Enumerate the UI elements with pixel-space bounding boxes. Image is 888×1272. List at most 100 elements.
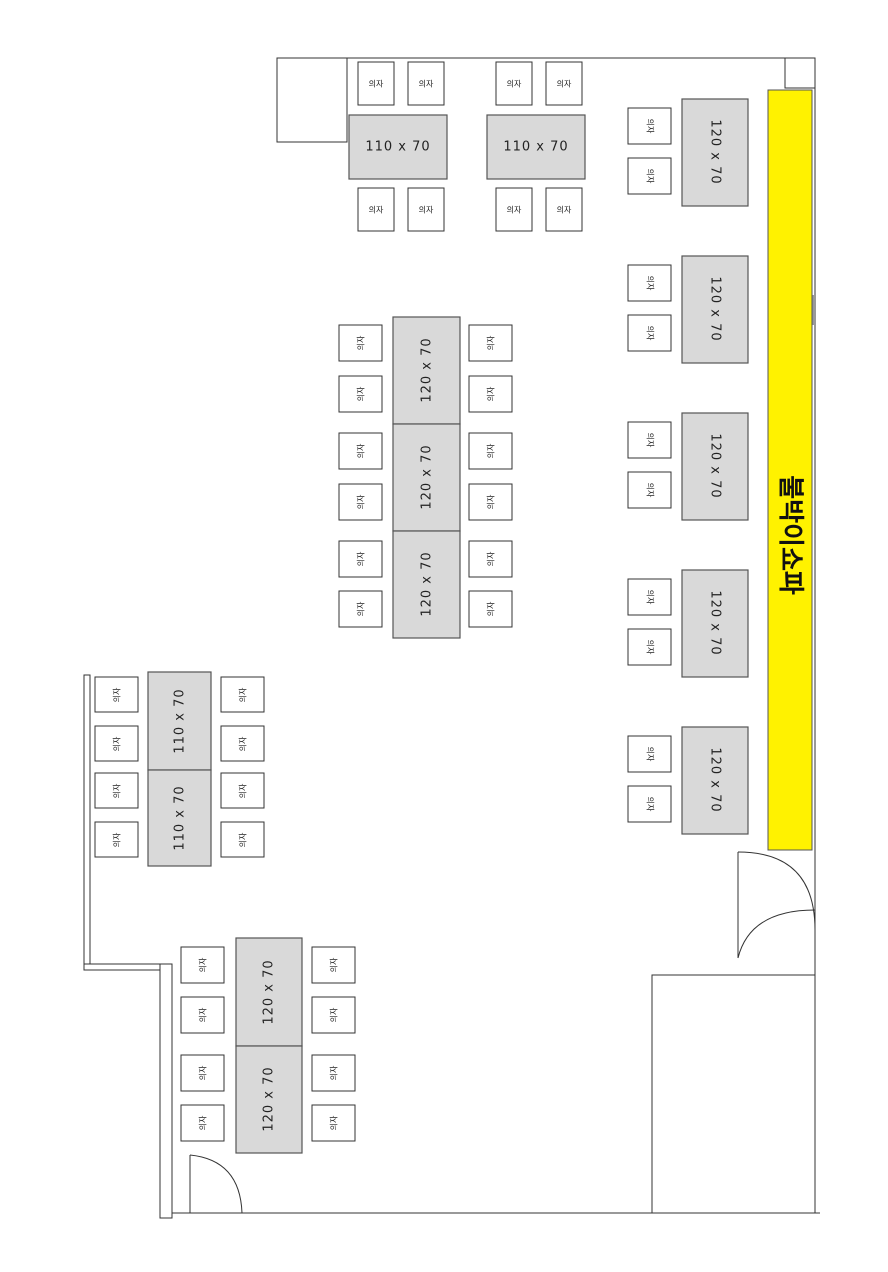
chair-label: 의자 bbox=[646, 169, 656, 184]
table-size-label: 110 x 70 bbox=[173, 785, 188, 850]
chair[interactable] bbox=[627, 578, 672, 616]
chair[interactable] bbox=[468, 432, 513, 470]
chair-label: 의자 bbox=[198, 1115, 208, 1130]
chair-label: 의자 bbox=[329, 1007, 339, 1022]
chair[interactable] bbox=[220, 725, 265, 762]
table-120x70[interactable] bbox=[681, 569, 749, 678]
sofa-table-2: 120 x 70 의자 의자 bbox=[627, 255, 749, 364]
chair[interactable] bbox=[468, 324, 513, 362]
chair[interactable] bbox=[180, 1054, 225, 1092]
chair-label: 의자 bbox=[198, 1065, 208, 1080]
table-size-label: 110 x 70 bbox=[173, 688, 188, 753]
table-110x70[interactable] bbox=[147, 671, 212, 771]
table-size-label: 120 x 70 bbox=[708, 119, 723, 184]
chair-label: 의자 bbox=[356, 494, 366, 509]
chair[interactable] bbox=[468, 375, 513, 413]
chair[interactable] bbox=[94, 821, 139, 858]
table-110x70[interactable] bbox=[147, 769, 212, 867]
chair[interactable] bbox=[180, 946, 225, 984]
chair-label: 의자 bbox=[369, 205, 384, 215]
chair[interactable] bbox=[468, 540, 513, 578]
chair[interactable] bbox=[495, 187, 533, 232]
chair[interactable] bbox=[220, 676, 265, 713]
chair[interactable] bbox=[627, 628, 672, 666]
chair-label: 의자 bbox=[557, 79, 572, 89]
chair-label: 의자 bbox=[486, 494, 496, 509]
chair[interactable] bbox=[338, 483, 383, 521]
sofa-table-1: 120 x 70 의자 의자 bbox=[627, 98, 749, 207]
chair-label: 의자 bbox=[329, 1115, 339, 1130]
chair-label: 의자 bbox=[112, 783, 122, 798]
door-right bbox=[737, 851, 816, 959]
chair[interactable] bbox=[545, 61, 583, 106]
chair[interactable] bbox=[627, 785, 672, 823]
chair-label: 의자 bbox=[356, 601, 366, 616]
chair-label: 의자 bbox=[356, 551, 366, 566]
chair[interactable] bbox=[180, 1104, 225, 1142]
table-size-label: 120 x 70 bbox=[708, 590, 723, 655]
chair[interactable] bbox=[220, 821, 265, 858]
table-size-label: 120 x 70 bbox=[262, 959, 277, 1024]
chair[interactable] bbox=[94, 676, 139, 713]
table-120x70[interactable] bbox=[681, 412, 749, 521]
chair-label: 의자 bbox=[238, 687, 248, 702]
chair[interactable] bbox=[407, 61, 445, 106]
chair[interactable] bbox=[220, 772, 265, 809]
sofa-table-3: 120 x 70 의자 의자 bbox=[627, 412, 749, 521]
chair-label: 의자 bbox=[646, 326, 656, 341]
chair[interactable] bbox=[627, 735, 672, 773]
table-110x70[interactable] bbox=[486, 114, 586, 180]
chair[interactable] bbox=[627, 157, 672, 195]
chair-label: 의자 bbox=[486, 551, 496, 566]
chair[interactable] bbox=[407, 187, 445, 232]
chair[interactable] bbox=[338, 375, 383, 413]
chair[interactable] bbox=[468, 483, 513, 521]
chair[interactable] bbox=[311, 946, 356, 984]
chair-label: 의자 bbox=[646, 433, 656, 448]
chair-label: 의자 bbox=[646, 747, 656, 762]
table-120x70[interactable] bbox=[392, 530, 461, 639]
chair[interactable] bbox=[545, 187, 583, 232]
chair[interactable] bbox=[357, 61, 395, 106]
chair-label: 의자 bbox=[238, 783, 248, 798]
chair[interactable] bbox=[311, 1054, 356, 1092]
chair[interactable] bbox=[338, 540, 383, 578]
chair[interactable] bbox=[338, 590, 383, 628]
wall-mark bbox=[812, 295, 815, 325]
chair-label: 의자 bbox=[646, 797, 656, 812]
chair[interactable] bbox=[357, 187, 395, 232]
table-size-label: 110 x 70 bbox=[503, 140, 568, 155]
chair[interactable] bbox=[627, 264, 672, 302]
chair-label: 의자 bbox=[486, 335, 496, 350]
chair-label: 의자 bbox=[112, 736, 122, 751]
table-120x70[interactable] bbox=[681, 255, 749, 364]
chair[interactable] bbox=[94, 772, 139, 809]
chair[interactable] bbox=[495, 61, 533, 106]
chair[interactable] bbox=[627, 471, 672, 509]
table-120x70[interactable] bbox=[392, 423, 461, 532]
sofa-label: 불박이쇼파 bbox=[775, 475, 805, 595]
column bbox=[276, 57, 348, 143]
chair-label: 의자 bbox=[646, 276, 656, 291]
chair[interactable] bbox=[338, 324, 383, 362]
table-120x70[interactable] bbox=[235, 1045, 303, 1154]
chair[interactable] bbox=[311, 1104, 356, 1142]
chair[interactable] bbox=[338, 432, 383, 470]
chair[interactable] bbox=[468, 590, 513, 628]
chair[interactable] bbox=[627, 314, 672, 352]
chair-label: 의자 bbox=[486, 601, 496, 616]
chair[interactable] bbox=[94, 725, 139, 762]
top-table-group-2: 110 x 70 의자 의자 의자 의자 bbox=[486, 61, 586, 232]
table-120x70[interactable] bbox=[681, 726, 749, 835]
table-110x70[interactable] bbox=[348, 114, 448, 180]
chair[interactable] bbox=[180, 996, 225, 1034]
chair[interactable] bbox=[627, 421, 672, 459]
table-120x70[interactable] bbox=[681, 98, 749, 207]
chair[interactable] bbox=[627, 107, 672, 145]
chair-label: 의자 bbox=[557, 205, 572, 215]
chair-label: 의자 bbox=[238, 736, 248, 751]
chair-label: 의자 bbox=[356, 386, 366, 401]
chair-label: 의자 bbox=[507, 79, 522, 89]
chair[interactable] bbox=[311, 996, 356, 1034]
